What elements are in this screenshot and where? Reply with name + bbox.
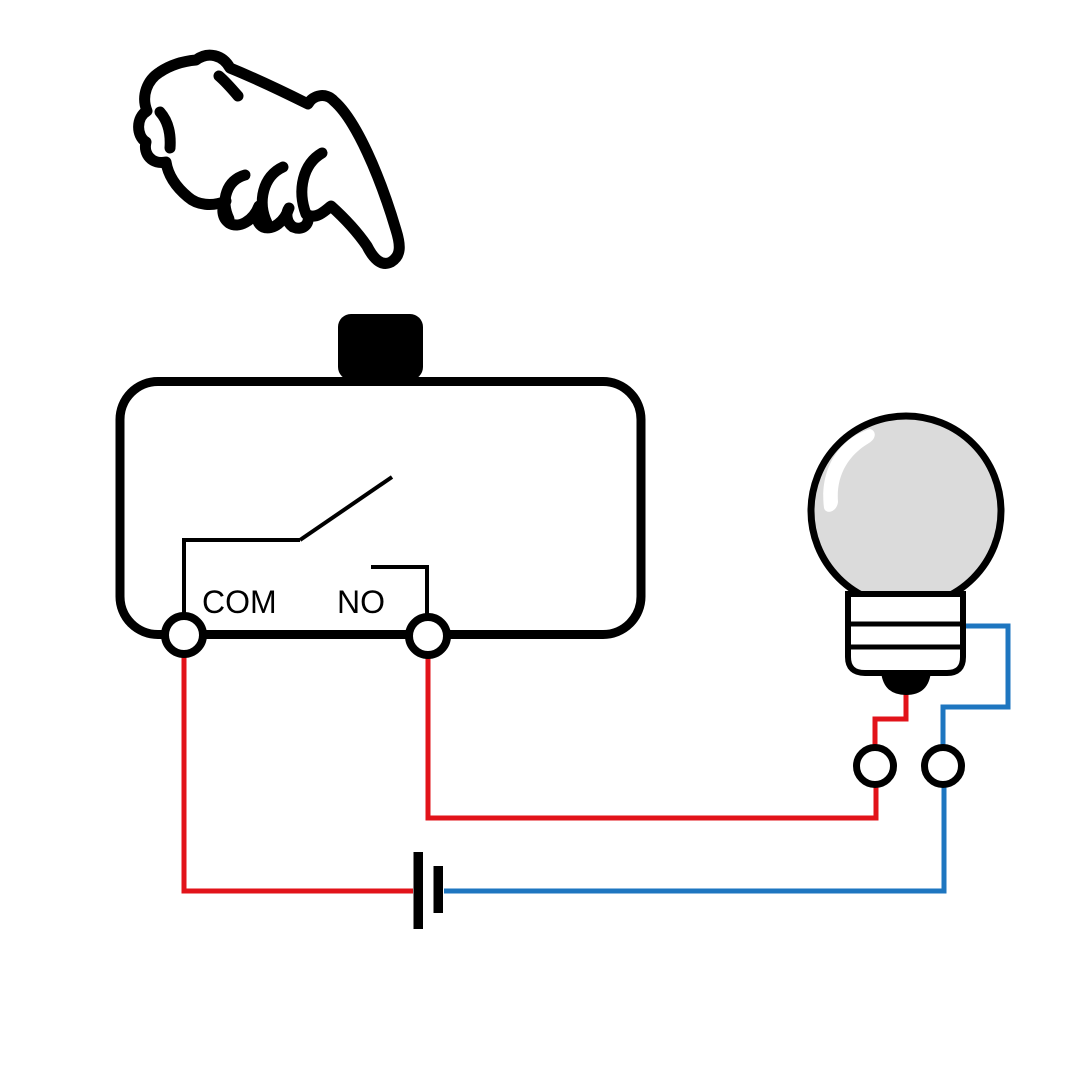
switch-body <box>115 377 646 639</box>
bulb-tip-contact <box>881 671 931 695</box>
battery-symbol <box>413 852 443 929</box>
switch-no-lead <box>371 565 429 617</box>
switch-plunger-button <box>338 314 423 380</box>
wires <box>181 623 1011 894</box>
battery-plate-long <box>413 852 423 929</box>
wire-battery-to-bulb-terminal <box>444 786 947 894</box>
finger-crease-2 <box>256 161 289 229</box>
wire-no-to-bulb-terminal <box>425 655 879 821</box>
wire-bulb-terminal-to-tip <box>872 693 909 748</box>
no-label: NO <box>337 584 385 620</box>
bulb-globe <box>807 412 1005 610</box>
hand-outline <box>133 49 405 269</box>
wire-bulb-terminal-to-base <box>940 623 1011 748</box>
bulb-terminal-right <box>921 744 965 788</box>
bulb-highlight <box>823 429 875 512</box>
finger-crease-3 <box>296 147 328 220</box>
bulb-base <box>845 591 966 676</box>
no-terminal <box>405 613 451 659</box>
micro-switch: COM NO <box>115 314 646 659</box>
battery-plate-short <box>433 866 443 913</box>
bulb-terminal-left <box>853 744 897 788</box>
hand-pointer-icon <box>133 49 405 269</box>
cuff-line <box>213 70 244 102</box>
thumb-crease <box>154 106 176 154</box>
com-terminal <box>161 612 207 658</box>
com-label: COM <box>202 584 277 620</box>
finger-crease-1 <box>219 169 251 225</box>
light-bulb <box>807 412 1005 788</box>
switch-com-lead <box>182 538 300 616</box>
switch-lever-contact <box>298 475 394 542</box>
wire-com-to-battery <box>181 654 413 894</box>
